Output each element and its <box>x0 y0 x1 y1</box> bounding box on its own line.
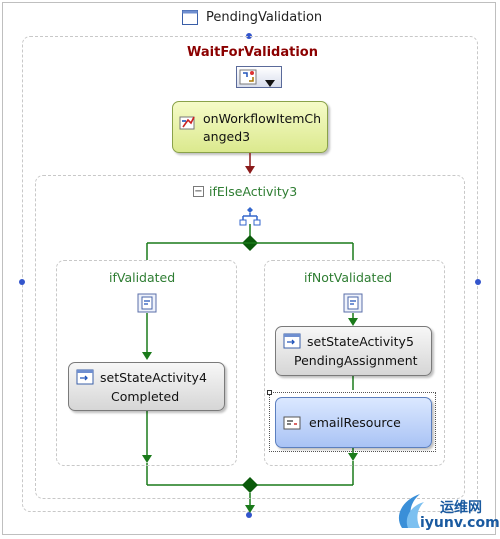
if-else-title[interactable]: ifElseActivity3 <box>209 184 298 199</box>
if-else-branch-icon <box>238 205 262 227</box>
event-driven-toolbar[interactable] <box>236 66 282 88</box>
chevron-down-icon[interactable] <box>264 73 276 87</box>
collapse-toggle-icon[interactable]: − <box>193 186 204 197</box>
state-icon <box>182 10 198 25</box>
selection-handle[interactable] <box>267 390 272 395</box>
set-state-activity-5[interactable]: setStateActivity5 PendingAssignment <box>275 326 432 376</box>
branch-validated-title[interactable]: ifValidated <box>109 270 176 285</box>
set-state-4-label-line1: setStateActivity4 <box>100 370 207 385</box>
branch-not-validated-container <box>264 260 445 466</box>
branch-not-validated-title[interactable]: ifNotValidated <box>304 270 393 285</box>
state-title[interactable]: PendingValidation <box>206 10 323 25</box>
watermark-site-url: iyunv.com <box>420 515 500 531</box>
event-icon <box>179 114 197 132</box>
activity-selector-icon[interactable] <box>239 69 257 85</box>
if-else-container <box>35 175 465 499</box>
handle-event-label-line1: onWorkflowItemCh <box>203 111 322 126</box>
set-state-icon <box>76 369 94 385</box>
set-state-icon <box>283 333 301 349</box>
connection-point-right[interactable] <box>475 279 481 285</box>
state-designer-frame <box>2 2 496 535</box>
set-state-5-label-line1: setStateActivity5 <box>307 334 414 349</box>
branch-validated-container <box>56 260 237 466</box>
event-driven-title[interactable]: WaitForValidation <box>187 45 318 60</box>
set-state-5-label-line2: PendingAssignment <box>294 353 418 368</box>
handle-event-activity[interactable]: onWorkflowItemCh anged3 <box>172 101 328 153</box>
set-state-activity-4[interactable]: setStateActivity4 Completed <box>68 362 225 411</box>
email-resource-label: emailResource <box>309 415 401 430</box>
drop-target-icon-left[interactable] <box>137 293 157 313</box>
drop-target-icon-right[interactable] <box>343 293 363 313</box>
connection-point-left[interactable] <box>19 279 25 285</box>
connection-point-bottom[interactable] <box>246 512 252 518</box>
email-resource-activity[interactable]: emailResource <box>275 397 432 448</box>
watermark-logo-icon <box>394 488 434 532</box>
selection-outline <box>269 392 436 452</box>
handle-event-label-line2: anged3 <box>203 129 251 144</box>
code-activity-icon <box>283 415 301 430</box>
set-state-4-label-line2: Completed <box>111 389 180 404</box>
watermark-site-cn: 运维网 <box>440 500 482 516</box>
